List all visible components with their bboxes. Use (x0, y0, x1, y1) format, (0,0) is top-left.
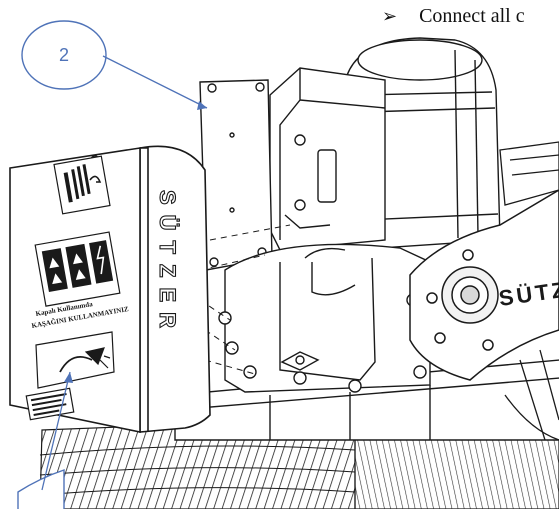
electric-hazard-icon (89, 240, 114, 284)
motor-flange-housing (218, 243, 431, 393)
instruction-bullet: ➢ Connect all c (382, 4, 525, 28)
arrow-bullet-icon: ➢ (382, 6, 398, 26)
dashed-assembly-lines (199, 224, 291, 375)
vertical-brand-text: SÜTZER (155, 190, 180, 338)
callout-number-2: 2 (59, 45, 69, 65)
warning-triangle-icon (41, 248, 68, 292)
callout-lower (17, 371, 73, 509)
callout-2: 2 (21, 20, 208, 110)
fan-guard-rear (499, 141, 559, 441)
drive-arm: SÜTZER (409, 189, 559, 381)
instruction-text: Connect all c (419, 5, 525, 27)
cover-plate (199, 79, 273, 271)
terminal-box (269, 67, 386, 251)
